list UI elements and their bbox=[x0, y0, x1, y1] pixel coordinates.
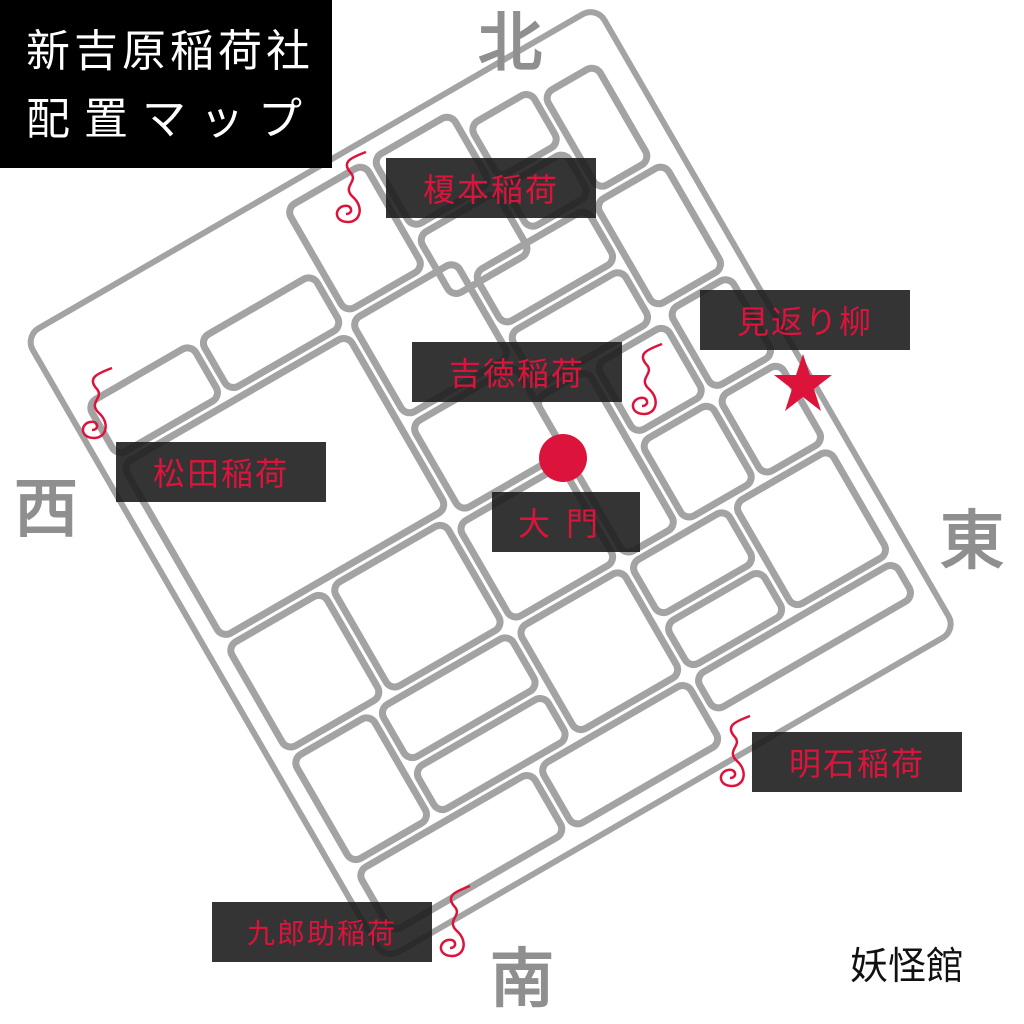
label-matsuda-inari: 松田稲荷 bbox=[116, 442, 326, 502]
title-main: 新吉原稲荷社 bbox=[26, 26, 314, 77]
title-panel: 新吉原稲荷社 配置マップ bbox=[0, 0, 332, 168]
label-akashi-inari: 明石稲荷 bbox=[752, 732, 962, 792]
omon-marker-circle bbox=[539, 434, 587, 482]
title-sub: 配置マップ bbox=[26, 94, 316, 145]
compass-east: 東 bbox=[940, 504, 1004, 579]
hitodama-icon bbox=[719, 714, 751, 788]
label-mikaeri-yanagi: 見返り柳 bbox=[700, 290, 910, 350]
label-omon: 大門 bbox=[492, 492, 640, 552]
hitodama-icon bbox=[439, 884, 471, 958]
label-kurosuke-inari: 九郎助稲荷 bbox=[212, 902, 432, 962]
star-icon bbox=[774, 354, 832, 411]
hitodama-icon bbox=[631, 342, 663, 416]
hitodama-icon bbox=[335, 150, 367, 224]
compass-south: 南 bbox=[490, 942, 554, 1017]
compass-north: 北 bbox=[478, 6, 542, 81]
credit-text: 妖怪館 bbox=[850, 944, 965, 988]
hitodama-icon bbox=[81, 366, 113, 440]
label-yoshitoku-inari: 吉徳稲荷 bbox=[412, 342, 622, 402]
compass-west: 西 bbox=[14, 472, 78, 547]
label-enomoto-inari: 榎本稲荷 bbox=[386, 158, 596, 218]
